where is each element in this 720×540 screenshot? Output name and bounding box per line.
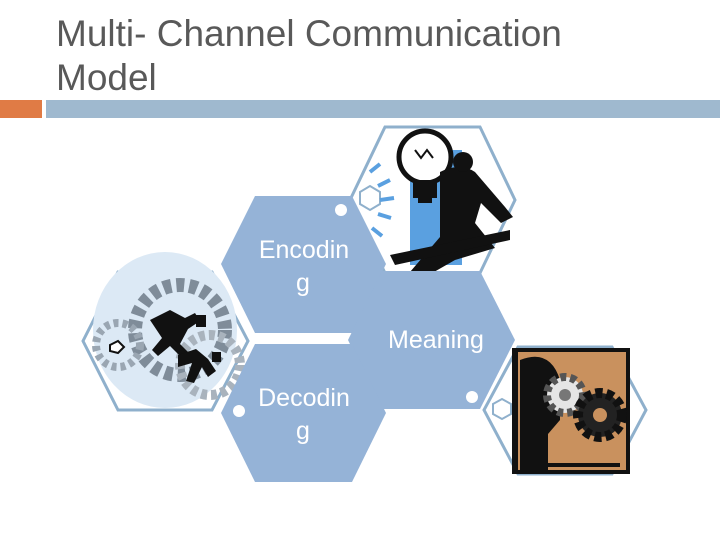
hex-decoding-label-line2: g: [296, 417, 310, 445]
hex-encoding-label-line1: Encodin: [259, 236, 349, 264]
hex-encoding-label-line2: g: [296, 269, 310, 297]
gears-runners-icon: [92, 252, 245, 408]
title-rule-bar: [46, 100, 720, 118]
node-dot: [466, 391, 478, 403]
title-accent-bar: [0, 100, 42, 118]
hex-decoding: [221, 344, 386, 482]
node-dot: [233, 405, 245, 417]
head-gears-icon: [492, 348, 630, 474]
hex-encoding: [221, 196, 386, 333]
title-line-2: Model: [56, 57, 157, 98]
title-line-1: Multi- Channel Communication: [56, 13, 562, 54]
hex-meaning-label: Meaning: [388, 326, 484, 354]
hex-meaning: [348, 271, 515, 409]
slide-title: Multi- Channel Communication Model: [56, 12, 676, 100]
hex-decoding-label-line1: Decodin: [258, 384, 350, 412]
node-dot: [335, 204, 347, 216]
lightbulb-businessman-icon: [359, 128, 513, 280]
